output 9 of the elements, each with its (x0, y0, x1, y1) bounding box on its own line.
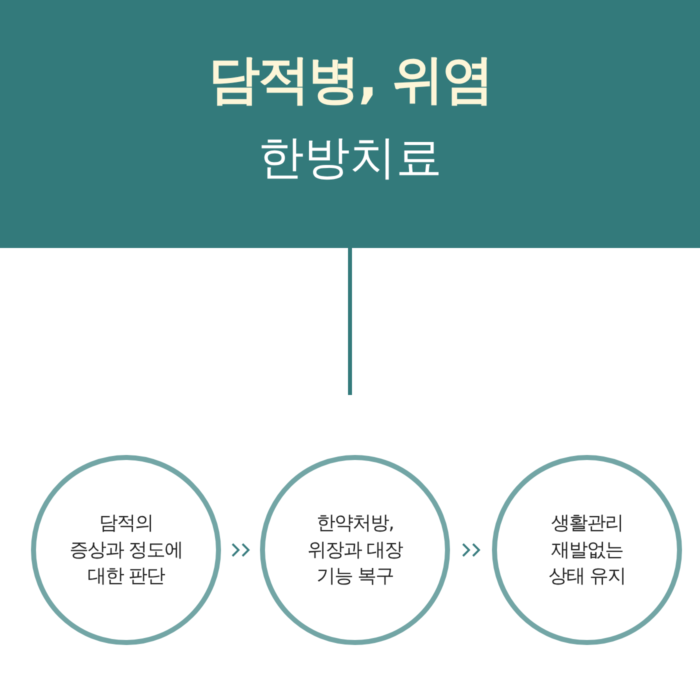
step-text: 한약처방, 위장과 대장 기능 복구 (306, 511, 404, 590)
header-banner (0, 0, 700, 248)
step-text: 생활관리 재발없는 상태 유지 (547, 511, 627, 590)
step-text: 담적의 증상과 정도에 대한 판단 (68, 511, 184, 590)
title: 담적병, 위염 (207, 52, 493, 110)
subtitle: 한방치료 (257, 130, 443, 186)
chevron-arrow (462, 543, 480, 557)
connector-line (348, 248, 352, 395)
chevron-arrow (232, 543, 250, 557)
